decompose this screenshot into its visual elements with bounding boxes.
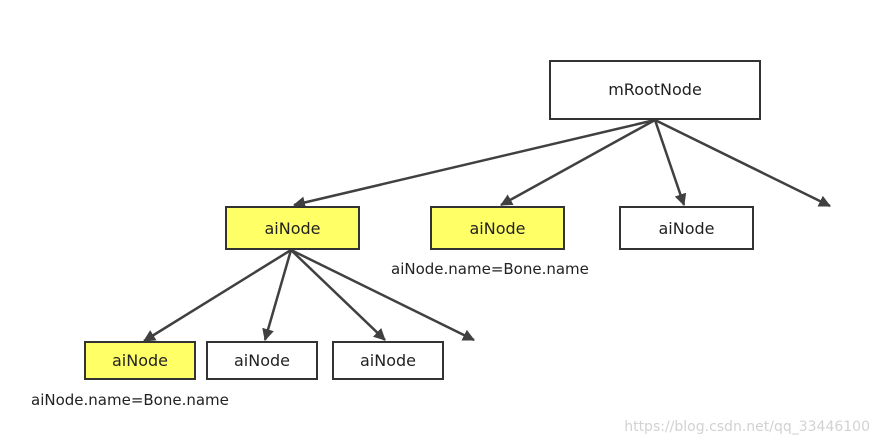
edge-root-child1 (293, 118, 656, 209)
edge-child1-more (290, 248, 475, 342)
grandchild-node-2-box (206, 341, 318, 380)
child-node-3-label: aiNode (658, 219, 714, 238)
grandchild-node-3-box (332, 341, 444, 380)
child-node-3-box (619, 206, 754, 250)
child-node-3: aiNode (619, 206, 754, 250)
edge-child1-grand3 (290, 249, 386, 341)
child-node-1-box (225, 206, 360, 250)
grandchild-node-3-label: aiNode (360, 351, 416, 370)
grandchild-node-2: aiNode (206, 341, 318, 380)
grandchild-node-2-label: aiNode (234, 351, 290, 370)
grandchild-node-1-box (84, 341, 196, 380)
child1-edges (143, 248, 475, 343)
root-node-label: mRootNode (608, 80, 702, 99)
edge-child1-grand2 (262, 249, 293, 341)
root-node: mRootNode (549, 60, 761, 120)
root-edges (293, 118, 831, 209)
edge-root-child3 (653, 119, 687, 206)
watermark-text: https://blog.csdn.net/qq_33446100 (624, 419, 870, 435)
edge-child1-grand1 (143, 248, 292, 343)
root-node-box (549, 60, 761, 120)
child-node-2: aiNode (430, 206, 565, 250)
child-node-2-annotation: aiNode.name=Bone.name (391, 260, 589, 278)
child-node-1-label: aiNode (264, 219, 320, 238)
child-node-2-label: aiNode (469, 219, 525, 238)
grandchild-node-3: aiNode (332, 341, 444, 380)
child-node-2-box (430, 206, 565, 250)
grandchild-node-1-annotation: aiNode.name=Bone.name (31, 391, 229, 409)
grandchild-node-1-label: aiNode (112, 351, 168, 370)
grandchild-node-1: aiNode (84, 341, 196, 380)
child-node-1: aiNode (225, 206, 360, 250)
edge-root-more (654, 118, 831, 208)
edge-root-child2 (500, 118, 656, 207)
